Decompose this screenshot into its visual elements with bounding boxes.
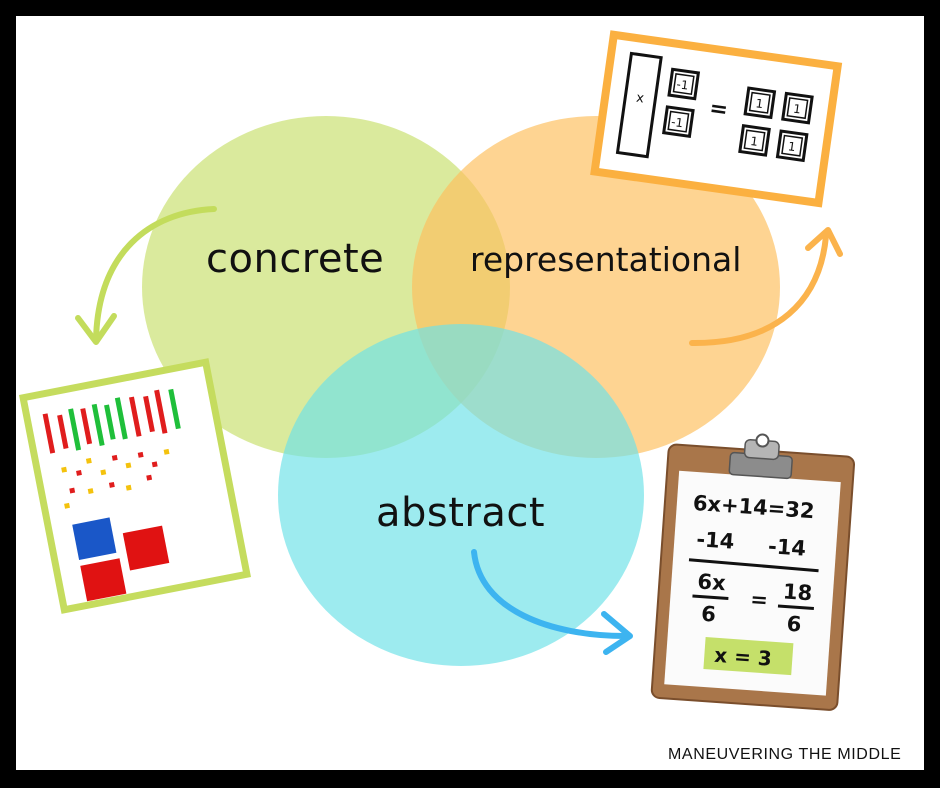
base-ten-rods-icon	[42, 388, 181, 454]
sum-line	[688, 558, 819, 573]
svg-text:-1: -1	[676, 77, 690, 93]
answer-highlight	[703, 637, 794, 676]
subtract-right: -14	[767, 534, 807, 561]
svg-text:1: 1	[749, 134, 759, 149]
fraction-left-denominator: 6	[700, 602, 716, 627]
fraction-equals: =	[750, 587, 769, 612]
answer-text: x = 3	[714, 643, 773, 671]
fraction-right-numerator: 18	[782, 579, 813, 605]
blue-flat-icon	[72, 517, 117, 561]
brand-logo-text: MANEUVERING THE MIDDLE	[668, 746, 902, 763]
red-flat-icon	[80, 558, 127, 602]
equals-sign: =	[708, 96, 730, 123]
fraction-right-denominator: 6	[786, 612, 802, 637]
svg-text:1: 1	[755, 96, 765, 111]
x-tile-label: x	[635, 91, 645, 107]
svg-text:1: 1	[792, 102, 802, 117]
subtract-left: -14	[696, 527, 736, 554]
abstract-label: abstract	[376, 490, 546, 536]
unit-cubes-icon	[61, 448, 170, 509]
fraction-left-bar	[692, 594, 729, 601]
x-tile	[615, 51, 663, 159]
red-flat-icon	[122, 525, 170, 571]
svg-text:-1: -1	[670, 115, 684, 131]
fraction-right-bar	[777, 604, 814, 611]
concrete-label: concrete	[206, 236, 385, 282]
fraction-left-numerator: 6x	[697, 569, 727, 595]
svg-text:1: 1	[787, 139, 797, 154]
clip-icon	[728, 433, 793, 480]
